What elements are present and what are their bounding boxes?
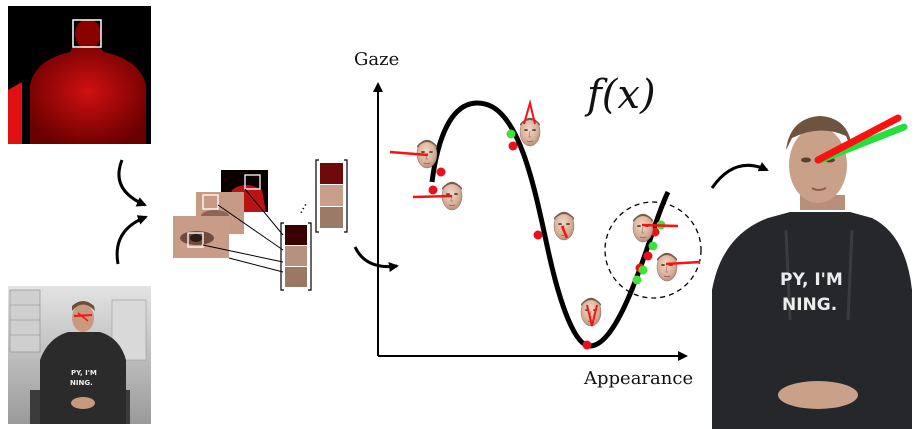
function-curve bbox=[429, 100, 671, 349]
face-sample-1 bbox=[389, 139, 438, 169]
output-shirt-text-2: NING. bbox=[782, 295, 837, 315]
rgb-image: PY, I'M NING. bbox=[8, 286, 151, 424]
depth-eye-patch-box bbox=[72, 19, 102, 48]
feature-vector-2 bbox=[315, 159, 348, 233]
x-axis-label: Appearance bbox=[583, 368, 693, 389]
face-sample-6 bbox=[632, 213, 679, 243]
features-to-plot-arrow bbox=[353, 246, 399, 272]
feature-vector-1 bbox=[280, 222, 312, 291]
depth-image bbox=[8, 6, 151, 144]
face-sample-2 bbox=[412, 181, 463, 211]
depth-to-patches-arrow bbox=[117, 159, 147, 207]
neighborhood-circle bbox=[604, 201, 702, 299]
face-sample-5 bbox=[580, 297, 602, 327]
y-axis-label: Gaze bbox=[354, 49, 399, 70]
patch-stack bbox=[173, 170, 268, 258]
red-samples bbox=[428, 141, 660, 350]
face-sample-3 bbox=[519, 99, 541, 147]
function-label: f(x) bbox=[584, 72, 656, 118]
ellipsis: ... bbox=[291, 198, 310, 216]
plot-to-output-arrow bbox=[710, 162, 769, 189]
face-sample-4 bbox=[553, 211, 575, 241]
gaze-estimation-result: PY, I'M NING. bbox=[712, 114, 912, 429]
ground-truth-gaze-red bbox=[814, 114, 902, 164]
face-sample-7 bbox=[656, 252, 701, 282]
rgb-shirt-text-2: NING. bbox=[70, 379, 93, 387]
rgb-shirt-text-1: PY, I'M bbox=[71, 369, 97, 377]
output-shirt-text-1: PY, I'M bbox=[780, 270, 843, 290]
rgb-to-patches-arrow bbox=[115, 215, 148, 265]
plot: Gaze Appearance f(x) bbox=[354, 49, 702, 389]
patch-connectors bbox=[202, 188, 284, 273]
